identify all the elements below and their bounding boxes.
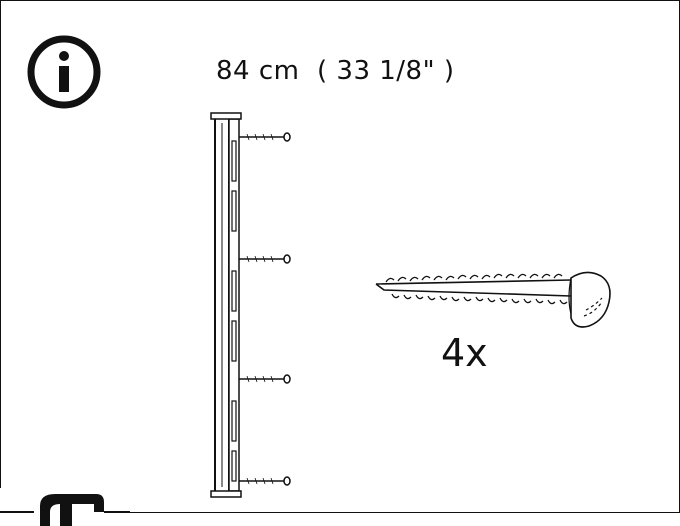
brand-mark-icon	[0, 488, 130, 526]
quantity-label: 4x	[441, 331, 488, 375]
info-icon	[27, 35, 101, 109]
rail-length-label: 84 cm ( 33 1/8" )	[216, 56, 455, 86]
wall-rail-illustration	[210, 112, 291, 498]
screw-illustration	[375, 271, 611, 328]
instruction-panel: 84 cm ( 33 1/8" )	[0, 0, 680, 513]
